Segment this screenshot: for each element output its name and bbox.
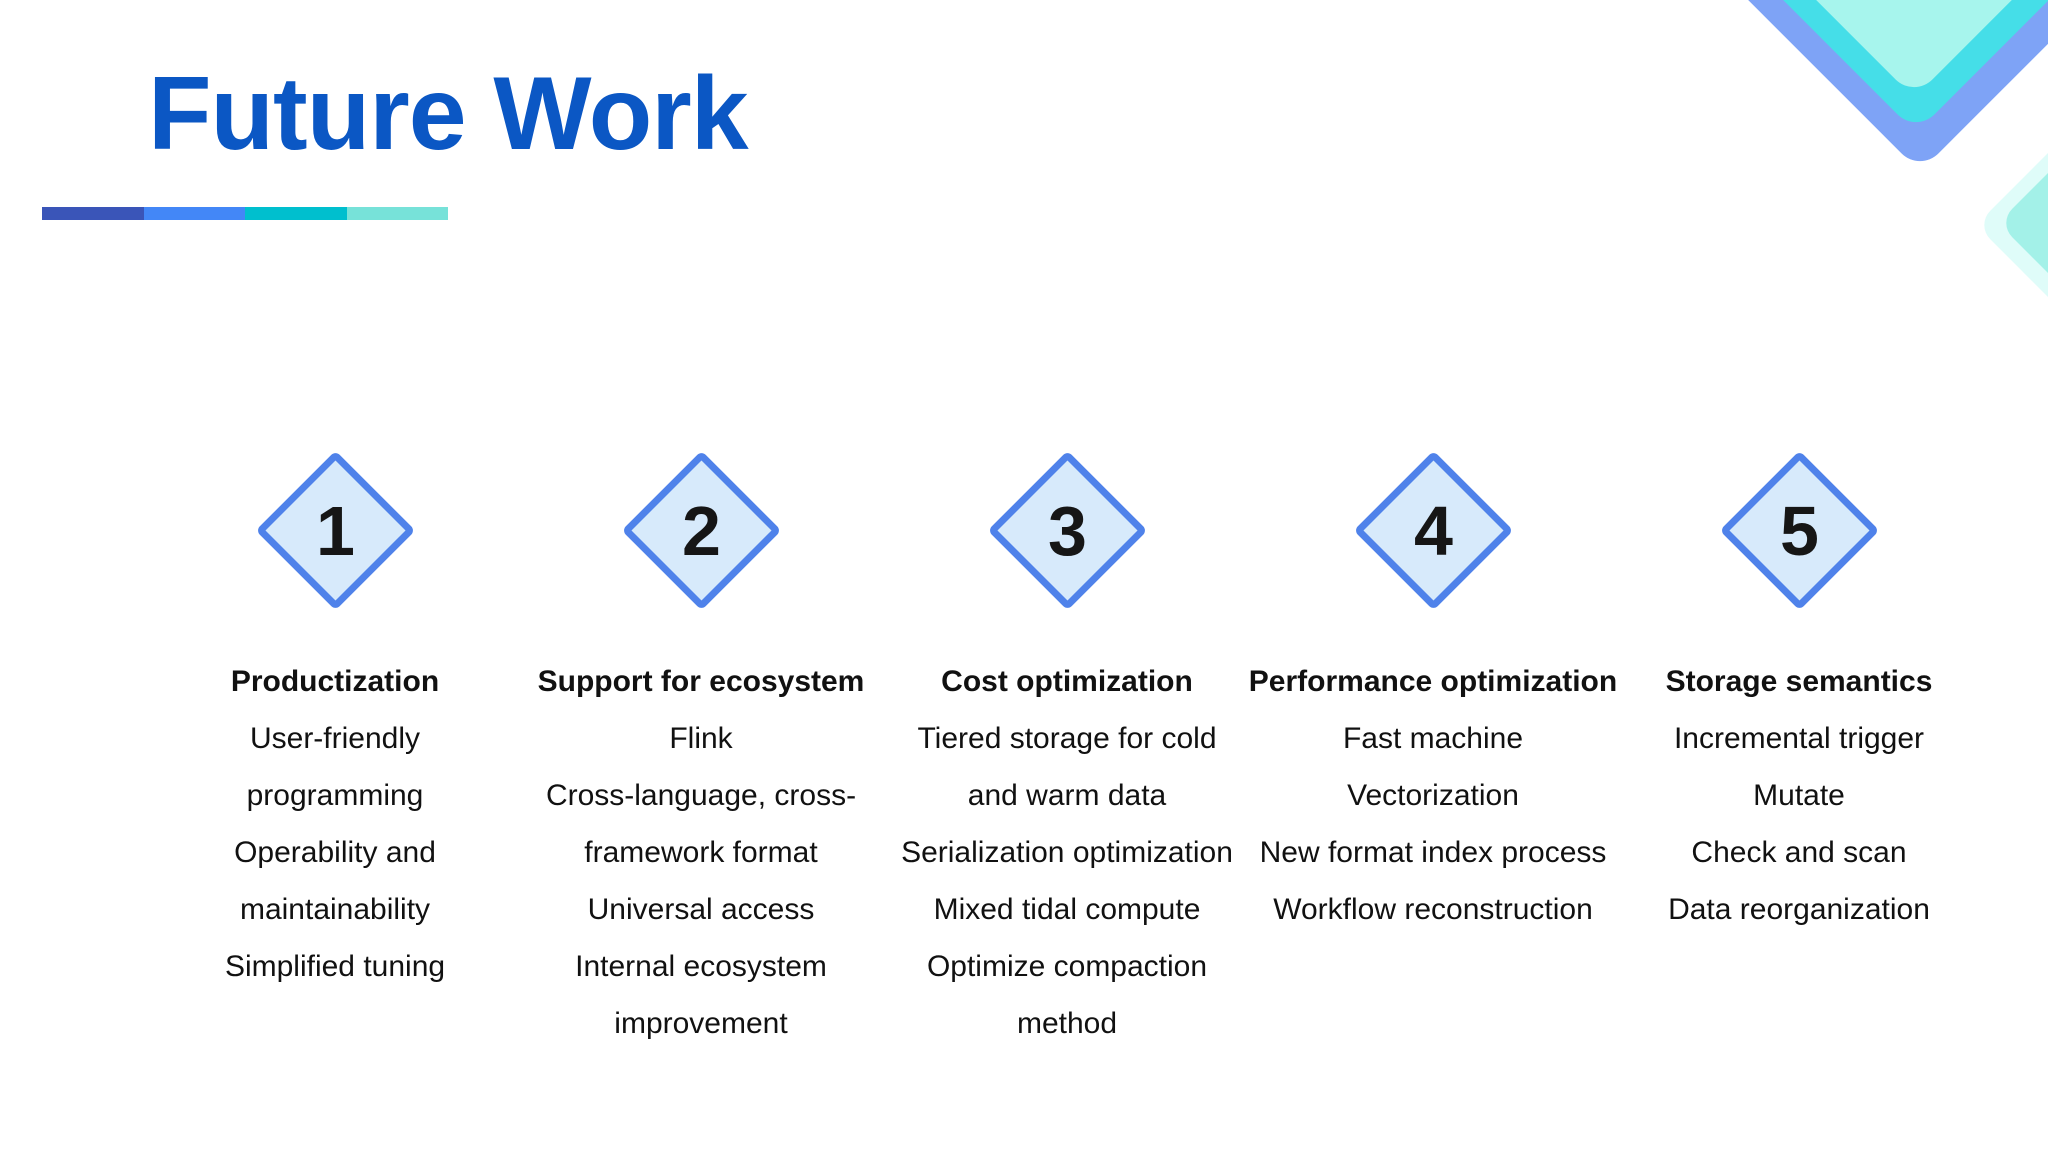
slide-title: Future Work — [148, 56, 749, 172]
column-line: Simplified tuning — [224, 950, 446, 983]
step-diamond: 5 — [1717, 448, 1881, 612]
column-line: maintainability — [239, 893, 431, 926]
step-number: 2 — [681, 491, 721, 569]
column-title: Storage semantics — [1665, 665, 1933, 698]
column-line: Incremental trigger — [1673, 722, 1925, 755]
step-diamond-shape: 2 — [621, 450, 781, 610]
step-diamond-shape: 1 — [255, 450, 415, 610]
column-line: Check and scan — [1691, 836, 1907, 869]
column-line: Flink — [669, 722, 733, 755]
column-line: User-friendly — [249, 722, 421, 755]
column-line: Data reorganization — [1668, 893, 1930, 926]
accent-bar-segment-4 — [346, 207, 448, 220]
step-number: 4 — [1413, 491, 1453, 569]
column-line: Serialization optimization — [901, 836, 1233, 869]
column-title: Support for ecosystem — [537, 665, 865, 698]
column-title: Performance optimization — [1248, 665, 1618, 698]
step-diamond-shape: 4 — [1353, 450, 1513, 610]
column-line: Fast machine — [1342, 722, 1524, 755]
accent-bar-segment-2 — [143, 207, 245, 220]
column-line: Tiered storage for cold — [917, 722, 1217, 755]
column-line: New format index process — [1259, 836, 1607, 869]
column-line: and warm data — [967, 779, 1167, 812]
column-line: improvement — [614, 1007, 788, 1040]
column-title: Productization — [230, 665, 440, 698]
column-line: Universal access — [587, 893, 815, 926]
step-diamond-shape: 5 — [1719, 450, 1879, 610]
column-line: method — [1016, 1007, 1118, 1040]
step-diamond: 3 — [985, 448, 1149, 612]
column-line: Cross-language, cross- — [545, 779, 857, 812]
column-line: Mixed tidal compute — [933, 893, 1201, 926]
column-line: Mutate — [1753, 779, 1845, 812]
column-title: Cost optimization — [941, 665, 1193, 698]
accent-bar-segment-1 — [42, 207, 144, 220]
column-line: framework format — [584, 836, 818, 869]
column-line: Internal ecosystem — [575, 950, 827, 983]
step-diamond: 2 — [619, 448, 783, 612]
column-line: programming — [246, 779, 424, 812]
accent-bar — [42, 207, 448, 220]
step-number: 3 — [1047, 491, 1087, 569]
column-line: Operability and — [234, 836, 436, 869]
step-number: 1 — [315, 491, 355, 569]
column-line: Workflow reconstruction — [1273, 893, 1593, 926]
step-number: 5 — [1779, 491, 1819, 569]
column-line: Optimize compaction — [926, 950, 1208, 983]
accent-bar-segment-3 — [245, 207, 347, 220]
step-diamond-shape: 3 — [987, 450, 1147, 610]
step-diamond: 4 — [1351, 448, 1515, 612]
step-diamond: 1 — [253, 448, 417, 612]
column-line: Vectorization — [1347, 779, 1519, 812]
